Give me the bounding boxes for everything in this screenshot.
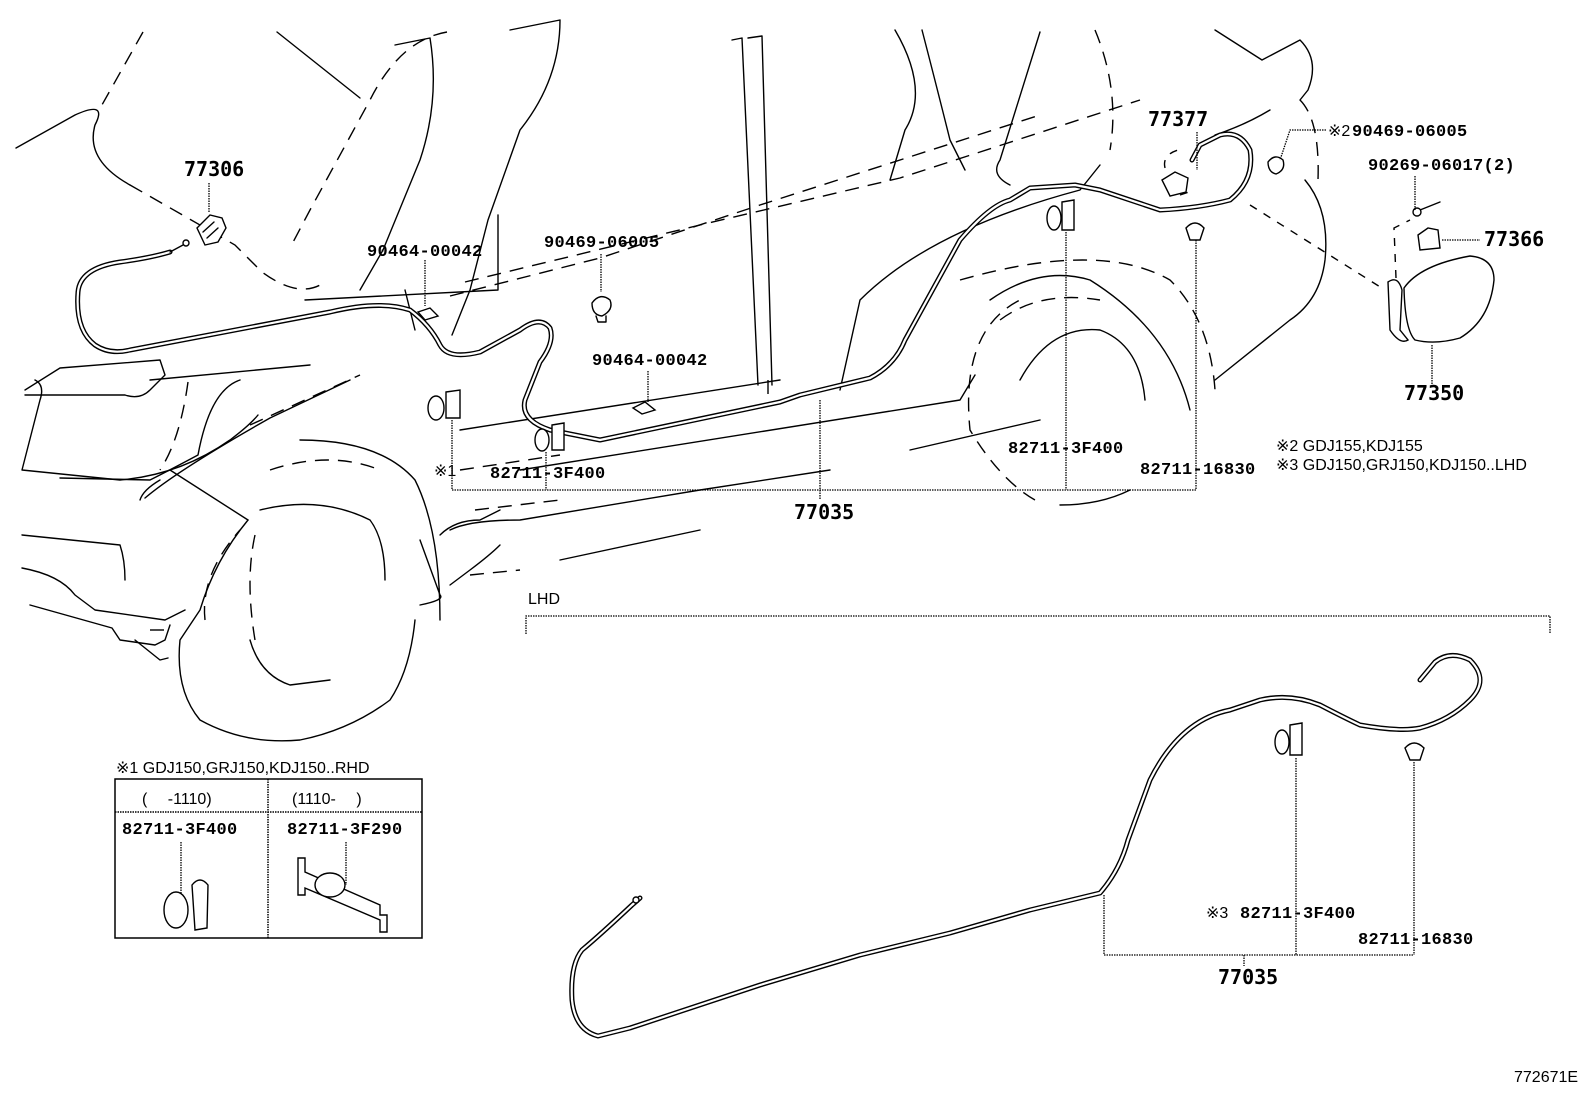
lhd-bracket (525, 615, 1551, 634)
label-77035-a: 77035 (794, 500, 854, 524)
label-90469-06005-a: 90469-06005 (544, 234, 660, 253)
lhd-label-mark-3: ※3 (1206, 905, 1228, 922)
part-82711-16830-clip (1185, 222, 1205, 241)
fuel-lid-opener-cable (75, 131, 1254, 443)
leader-lines-upper (208, 129, 1480, 500)
label-90269-06017: 90269-06017(2) (1368, 157, 1515, 176)
part-90469-clip-a (591, 295, 612, 323)
label-77366: 77366 (1484, 227, 1544, 251)
label-77377: 77377 (1148, 107, 1208, 131)
part-77377-housing (1161, 149, 1196, 197)
part-labels-upper: 77306 90464-00042 90469-06005 90464-0004… (184, 107, 1544, 524)
figure-id: 772671E (1514, 1069, 1578, 1086)
variant-clamp-before-illustration (163, 842, 209, 931)
label-82711-3f400-a: 82711-3F400 (490, 465, 606, 484)
variant-range-after: (1110- ) (292, 791, 362, 808)
vehicle-body-outline (15, 19, 1386, 742)
part-82711-clamp-c (1046, 199, 1075, 231)
variant-part-after: 82711-3F290 (287, 821, 403, 840)
label-77306: 77306 (184, 157, 244, 181)
cable-end-fitting (182, 239, 190, 247)
part-90464-clip-b (631, 401, 657, 415)
variant-part-before: 82711-3F400 (122, 821, 238, 840)
lhd-part-82711-clamp (1274, 722, 1303, 756)
label-mark-1: ※1 (434, 463, 456, 480)
note-2: ※2 GDJ155,KDJ155 (1276, 438, 1423, 455)
part-90269-screw (1412, 201, 1441, 217)
variant-range-before: ( -1110) (142, 791, 212, 808)
variant-table-title: ※1 GDJ150,GRJ150,KDJ150..RHD (116, 760, 370, 777)
note-3: ※3 GDJ150,GRJ150,KDJ150..LHD (1276, 457, 1527, 474)
label-77350: 77350 (1404, 381, 1464, 405)
lhd-cable-end-fitting (632, 896, 640, 904)
rhd-variant-table: ※1 GDJ150,GRJ150,KDJ150..RHD ( -1110) (1… (114, 760, 423, 939)
part-77366-lock (1417, 227, 1441, 251)
label-mark-2: ※2 (1328, 123, 1350, 140)
lhd-label-77035: 77035 (1218, 965, 1278, 989)
variant-clamp-after-illustration (297, 842, 388, 933)
lhd-section: LHD ※3 82711-3F400 82711-16830 77035 (525, 591, 1551, 1039)
part-77350-fuel-lid (1387, 219, 1495, 343)
part-77306-opener-lever (196, 214, 227, 246)
part-82711-clamp-b (534, 422, 565, 452)
part-90469-clip-b (1267, 156, 1285, 175)
label-82711-3f400-b: 82711-3F400 (1008, 440, 1124, 459)
applicability-notes: ※2 GDJ155,KDJ155 ※3 GDJ150,GRJ150,KDJ150… (1276, 438, 1527, 474)
lhd-label: LHD (528, 591, 560, 608)
part-82711-clamp-a (427, 389, 461, 421)
lhd-label-82711-16830: 82711-16830 (1358, 931, 1474, 950)
label-90464-00042-b: 90464-00042 (592, 352, 708, 371)
label-90469-06005-b: 90469-06005 (1352, 123, 1468, 142)
part-90464-clip-a (416, 307, 440, 321)
lhd-part-82711-16830-clip (1404, 742, 1425, 761)
label-90464-00042-a: 90464-00042 (367, 243, 483, 262)
lhd-label-82711-3f400: 82711-3F400 (1240, 905, 1356, 924)
label-82711-16830-a: 82711-16830 (1140, 461, 1256, 480)
